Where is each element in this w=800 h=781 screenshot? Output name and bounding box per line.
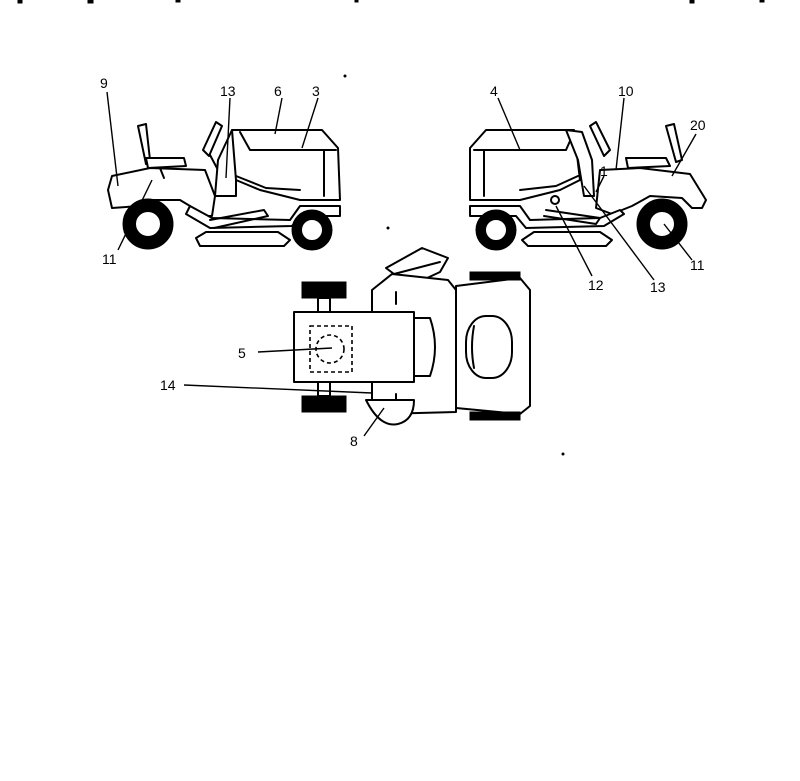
tractor-right-side-view [469, 121, 707, 251]
callout-1: 1 [600, 163, 608, 179]
callout-6: 6 [274, 83, 282, 99]
callout-9: 9 [100, 75, 108, 91]
scan-edge-marks [17, 0, 765, 4]
callout-12: 12 [588, 277, 604, 293]
tractor-left-side-view [107, 121, 341, 251]
callout-5: 5 [238, 345, 246, 361]
callout-11-right: 11 [690, 257, 705, 273]
leader-lines [106, 91, 697, 437]
callout-3: 3 [312, 83, 320, 99]
callout-20: 20 [690, 117, 706, 133]
callout-8: 8 [350, 433, 358, 449]
callout-4: 4 [490, 83, 498, 99]
callout-13-left: 13 [220, 83, 236, 99]
callout-labels: 9 13 6 3 11 4 10 20 1 12 13 11 5 14 8 [100, 75, 706, 449]
callout-10: 10 [618, 83, 634, 99]
callout-14: 14 [160, 377, 176, 393]
callout-11-left: 11 [102, 251, 117, 267]
callout-13-right: 13 [650, 279, 666, 295]
scan-specks [343, 74, 565, 456]
tractor-top-view [293, 247, 531, 426]
